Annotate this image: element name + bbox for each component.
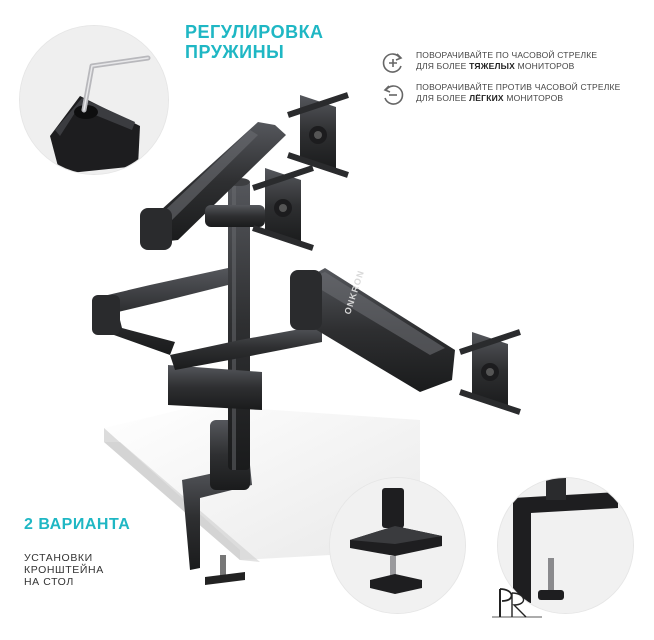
- spring-adjust-title: РЕГУЛИРОВКА ПРУЖИНЫ: [185, 22, 324, 62]
- install-line2: КРОНШТЕЙНА: [24, 564, 104, 576]
- vesa-plate-top: [287, 92, 349, 178]
- hint-counterclockwise-text: ПОВОРАЧИВАЙТЕ ПРОТИВ ЧАСОВОЙ СТРЕЛКЕ ДЛЯ…: [416, 82, 621, 104]
- rotate-counterclockwise-minus-icon: [383, 85, 404, 105]
- top-gas-arm: [140, 122, 286, 250]
- spring-title-line2: ПРУЖИНЫ: [185, 42, 285, 62]
- install-variants-caption: УСТАНОВКИ КРОНШТЕЙНА НА СТОЛ: [24, 552, 104, 588]
- hex-key-illustration: [20, 26, 168, 174]
- pole-collar: [168, 365, 262, 410]
- clamp-mount-inset: [498, 478, 633, 613]
- pr-monogram-logo: [492, 588, 542, 618]
- install-line3: НА СТОЛ: [24, 576, 74, 588]
- hint-clockwise-line1: ПОВОРАЧИВАЙТЕ ПО ЧАСОВОЙ СТРЕЛКЕ: [416, 50, 598, 60]
- spring-adjust-inset: [20, 26, 168, 174]
- grommet-mount-illustration: [330, 478, 465, 613]
- triple-monitor-arm-illustration: ONKRON: [92, 92, 521, 585]
- hint-counterclockwise-line2: ДЛЯ БОЛЕЕ ЛЁГКИХ МОНИТОРОВ: [416, 93, 564, 103]
- hint-clockwise-text: ПОВОРАЧИВАЙТЕ ПО ЧАСОВОЙ СТРЕЛКЕ ДЛЯ БОЛ…: [416, 50, 597, 72]
- hint-clockwise: ПОВОРАЧИВАЙТЕ ПО ЧАСОВОЙ СТРЕЛКЕ ДЛЯ БОЛ…: [380, 50, 640, 76]
- rotate-clockwise-plus-icon: [382, 53, 403, 73]
- hint-counterclockwise-line1: ПОВОРАЧИВАЙТЕ ПРОТИВ ЧАСОВОЙ СТРЕЛКЕ: [416, 82, 621, 92]
- hint-counterclockwise: ПОВОРАЧИВАЙТЕ ПРОТИВ ЧАСОВОЙ СТРЕЛКЕ ДЛЯ…: [380, 82, 640, 108]
- install-line1: УСТАНОВКИ: [24, 552, 93, 564]
- clamp-mount-illustration: [498, 478, 633, 613]
- grommet-mount-inset: [330, 478, 465, 613]
- left-arm: [92, 268, 322, 370]
- vesa-plate-right: [459, 329, 521, 415]
- install-variants-title: 2 ВАРИАНТА: [24, 516, 131, 533]
- spring-title-line1: РЕГУЛИРОВКА: [185, 22, 324, 42]
- hint-clockwise-line2: ДЛЯ БОЛЕЕ ТЯЖЕЛЫХ МОНИТОРОВ: [416, 61, 575, 71]
- vesa-plate-middle: [252, 165, 314, 251]
